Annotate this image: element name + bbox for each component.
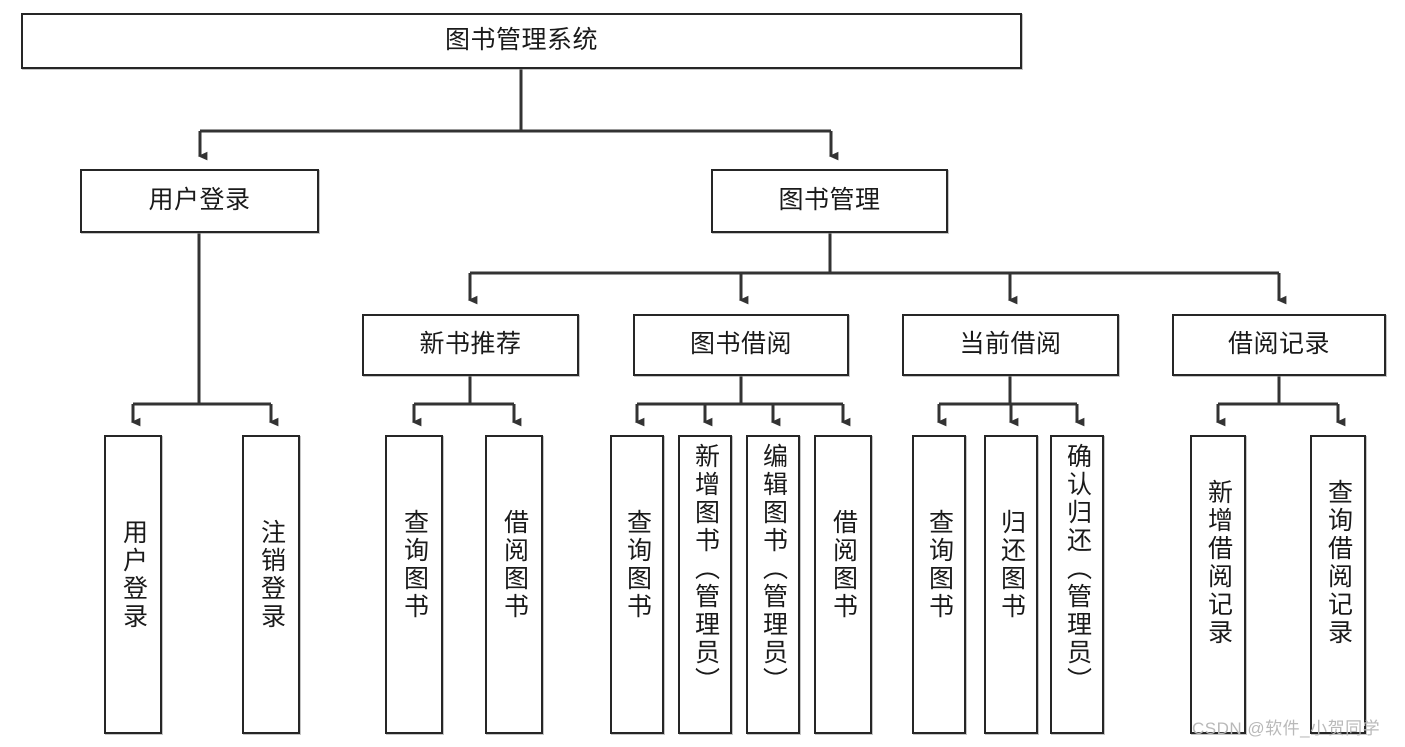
node-leaf-add-record[interactable]: 新增借阅记录 <box>1190 435 1246 734</box>
node-leaf-logout-label: 注销登录 <box>257 519 286 631</box>
node-root[interactable]: 图书管理系统 <box>21 13 1022 69</box>
node-leaf-logout[interactable]: 注销登录 <box>242 435 300 734</box>
node-user-login[interactable]: 用户登录 <box>80 169 319 233</box>
node-leaf-query-book-2-label: 查询图书 <box>623 509 652 621</box>
node-leaf-query-book-1-label: 查询图书 <box>400 509 429 621</box>
node-leaf-borrow-book-2-label: 借阅图书 <box>829 509 858 621</box>
node-current-borrow[interactable]: 当前借阅 <box>902 314 1119 376</box>
node-leaf-query-record[interactable]: 查询借阅记录 <box>1310 435 1366 734</box>
node-root-label: 图书管理系统 <box>444 26 598 55</box>
node-leaf-user-login[interactable]: 用户登录 <box>104 435 162 734</box>
node-new-book-recommend[interactable]: 新书推荐 <box>362 314 579 376</box>
node-leaf-borrow-book-1-label: 借阅图书 <box>500 509 529 621</box>
node-leaf-borrow-book-2[interactable]: 借阅图书 <box>814 435 872 734</box>
node-leaf-query-record-label: 查询借阅记录 <box>1324 479 1353 647</box>
node-leaf-query-book-3[interactable]: 查询图书 <box>912 435 966 734</box>
node-leaf-add-book[interactable]: 新增图书（管理员） <box>678 435 732 734</box>
node-leaf-confirm-return-label: 确认归还（管理员） <box>1063 443 1092 695</box>
node-borrow-record-label: 借阅记录 <box>1227 330 1330 359</box>
node-leaf-borrow-book-1[interactable]: 借阅图书 <box>485 435 543 734</box>
node-new-book-recommend-label: 新书推荐 <box>419 330 522 359</box>
node-leaf-add-record-label: 新增借阅记录 <box>1204 479 1233 647</box>
node-book-manage[interactable]: 图书管理 <box>711 169 948 233</box>
node-book-manage-label: 图书管理 <box>778 186 881 215</box>
node-leaf-return-book[interactable]: 归还图书 <box>984 435 1038 734</box>
node-leaf-user-login-label: 用户登录 <box>119 519 148 631</box>
node-user-login-label: 用户登录 <box>148 186 251 215</box>
watermark-text: CSDN @软件_小贺同学 <box>1192 719 1381 738</box>
node-leaf-edit-book[interactable]: 编辑图书（管理员） <box>746 435 800 734</box>
node-leaf-query-book-1[interactable]: 查询图书 <box>385 435 443 734</box>
node-leaf-confirm-return[interactable]: 确认归还（管理员） <box>1050 435 1104 734</box>
node-leaf-add-book-label: 新增图书（管理员） <box>691 443 720 695</box>
node-borrow-record[interactable]: 借阅记录 <box>1172 314 1386 376</box>
node-leaf-edit-book-label: 编辑图书（管理员） <box>759 443 788 695</box>
node-current-borrow-label: 当前借阅 <box>959 330 1062 359</box>
node-leaf-return-book-label: 归还图书 <box>997 509 1026 621</box>
node-book-borrow[interactable]: 图书借阅 <box>633 314 849 376</box>
node-book-borrow-label: 图书借阅 <box>689 330 792 359</box>
node-leaf-query-book-3-label: 查询图书 <box>925 509 954 621</box>
node-leaf-query-book-2[interactable]: 查询图书 <box>610 435 664 734</box>
